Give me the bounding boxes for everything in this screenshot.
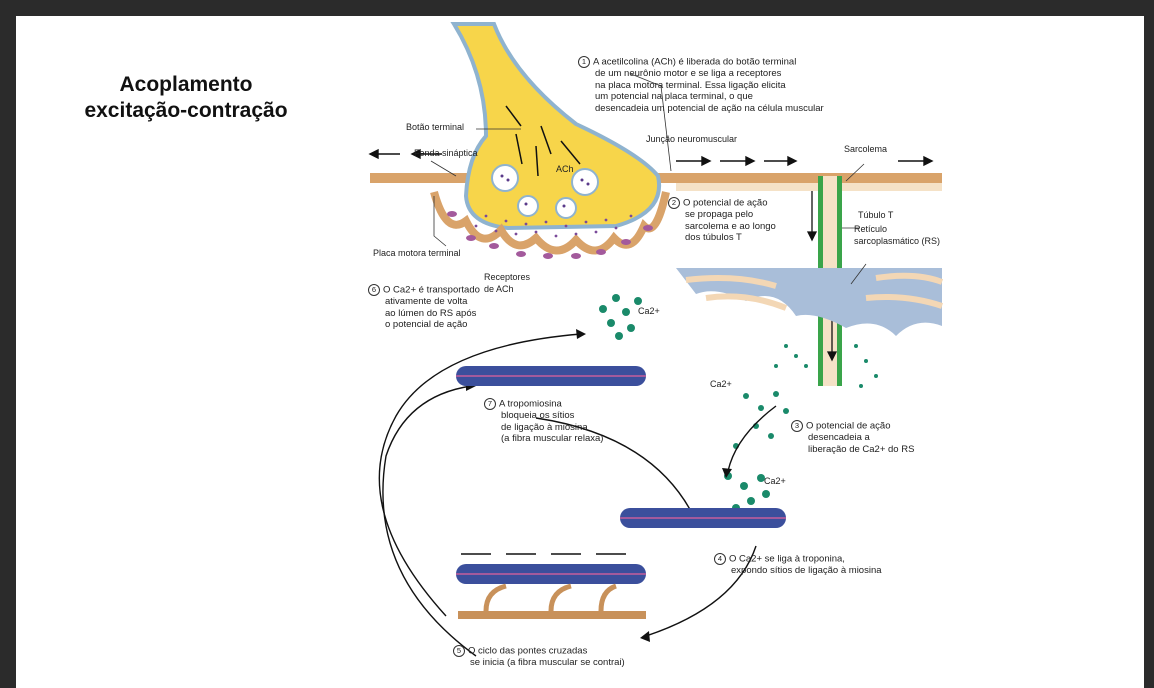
label-ach: ACh [556, 164, 574, 174]
label-juncao: Junção neuromuscular [646, 134, 737, 144]
step-4-number: 4 [714, 553, 726, 565]
label-sarcolema: Sarcolema [844, 144, 887, 154]
myofilament-relaxed [456, 366, 646, 386]
label-ca-1: Ca2+ [638, 306, 660, 316]
label-tubulo-t: Túbulo T [858, 210, 893, 220]
step-6-number: 6 [368, 284, 380, 296]
label-rs-2: sarcoplasmático (RS) [854, 236, 940, 246]
label-rs-1: Retículo [854, 224, 887, 234]
slide: Acoplamento excitação-contração [16, 16, 1144, 688]
label-ca-3: Ca2+ [764, 476, 786, 486]
label-botao-terminal: Botão terminal [406, 122, 464, 132]
label-ca-2: Ca2+ [710, 379, 732, 389]
step-5-number: 5 [453, 645, 465, 657]
label-fenda-sinaptica: Fenda sináptica [414, 148, 478, 158]
step-1-number: 1 [578, 56, 590, 68]
muscle-cytoplasm [676, 183, 942, 191]
label-receptores-1: Receptores [484, 272, 530, 282]
label-placa-motora: Placa motora terminal [373, 248, 461, 258]
diagram-art [16, 16, 1144, 688]
label-receptores-2: de ACh [484, 284, 514, 294]
step-7-number: 7 [484, 398, 496, 410]
step-2-number: 2 [668, 197, 680, 209]
myofilament-troponin-bound [620, 508, 786, 528]
myofilament-contracting [456, 554, 646, 619]
axon-terminal [454, 24, 659, 228]
step-3-number: 3 [791, 420, 803, 432]
